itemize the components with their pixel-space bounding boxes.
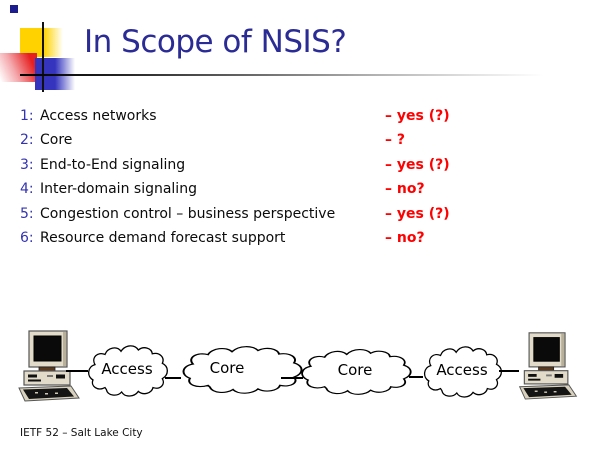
link-line [165, 377, 181, 379]
cloud-access-right: Access [421, 344, 503, 400]
item-number: 4: [20, 181, 34, 197]
corner-square-decoration [10, 5, 18, 13]
red-square-decoration [0, 53, 37, 82]
yellow-square-decoration [20, 28, 63, 57]
link-line [281, 377, 303, 379]
item-label: Core [40, 132, 73, 148]
scope-list-row: 4: Inter-domain signaling – no? [0, 180, 600, 200]
desktop-computer-icon [17, 328, 81, 402]
item-label: Congestion control – business perspectiv… [40, 206, 336, 222]
slide-footer: IETF 52 – Salt Lake City [20, 427, 143, 439]
item-answer: – yes (?) [385, 206, 450, 222]
item-label: Resource demand forecast support [40, 230, 286, 246]
cloud-label: Core [337, 361, 373, 379]
desktop-computer-icon [517, 330, 579, 400]
item-label: Access networks [40, 108, 157, 124]
cloud-access-left: Access [85, 343, 169, 399]
scope-list-row: 3: End-to-End signaling – yes (?) [0, 156, 600, 176]
link-line [409, 376, 423, 378]
item-label: End-to-End signaling [40, 157, 186, 173]
item-number: 3: [20, 157, 34, 173]
item-number: 2: [20, 132, 34, 148]
slide-title: In Scope of NSIS? [84, 24, 347, 60]
link-line [499, 370, 519, 372]
cloud-label: Access [436, 361, 488, 379]
scope-list-row: 5: Congestion control – business perspec… [0, 205, 600, 225]
vertical-line-decoration [42, 22, 44, 92]
item-answer: – yes (?) [385, 108, 450, 124]
item-label: Inter-domain signaling [40, 181, 197, 197]
title-underline [20, 74, 560, 76]
scope-list-row: 2: Core – ? [0, 131, 600, 151]
item-answer: – ? [385, 132, 405, 148]
item-answer: – no? [385, 181, 425, 197]
item-number: 6: [20, 230, 34, 246]
item-answer: – yes (?) [385, 157, 450, 173]
link-line [66, 370, 88, 372]
cloud-core-right: Core [297, 347, 413, 397]
scope-list-row: 1: Access networks – yes (?) [0, 107, 600, 127]
cloud-core-left: Core [178, 344, 304, 396]
cloud-label: Access [101, 360, 153, 378]
item-answer: – no? [385, 230, 425, 246]
cloud-label: Core [209, 359, 245, 377]
scope-list-row: 6: Resource demand forecast support – no… [0, 229, 600, 249]
item-number: 1: [20, 108, 34, 124]
item-number: 5: [20, 206, 34, 222]
